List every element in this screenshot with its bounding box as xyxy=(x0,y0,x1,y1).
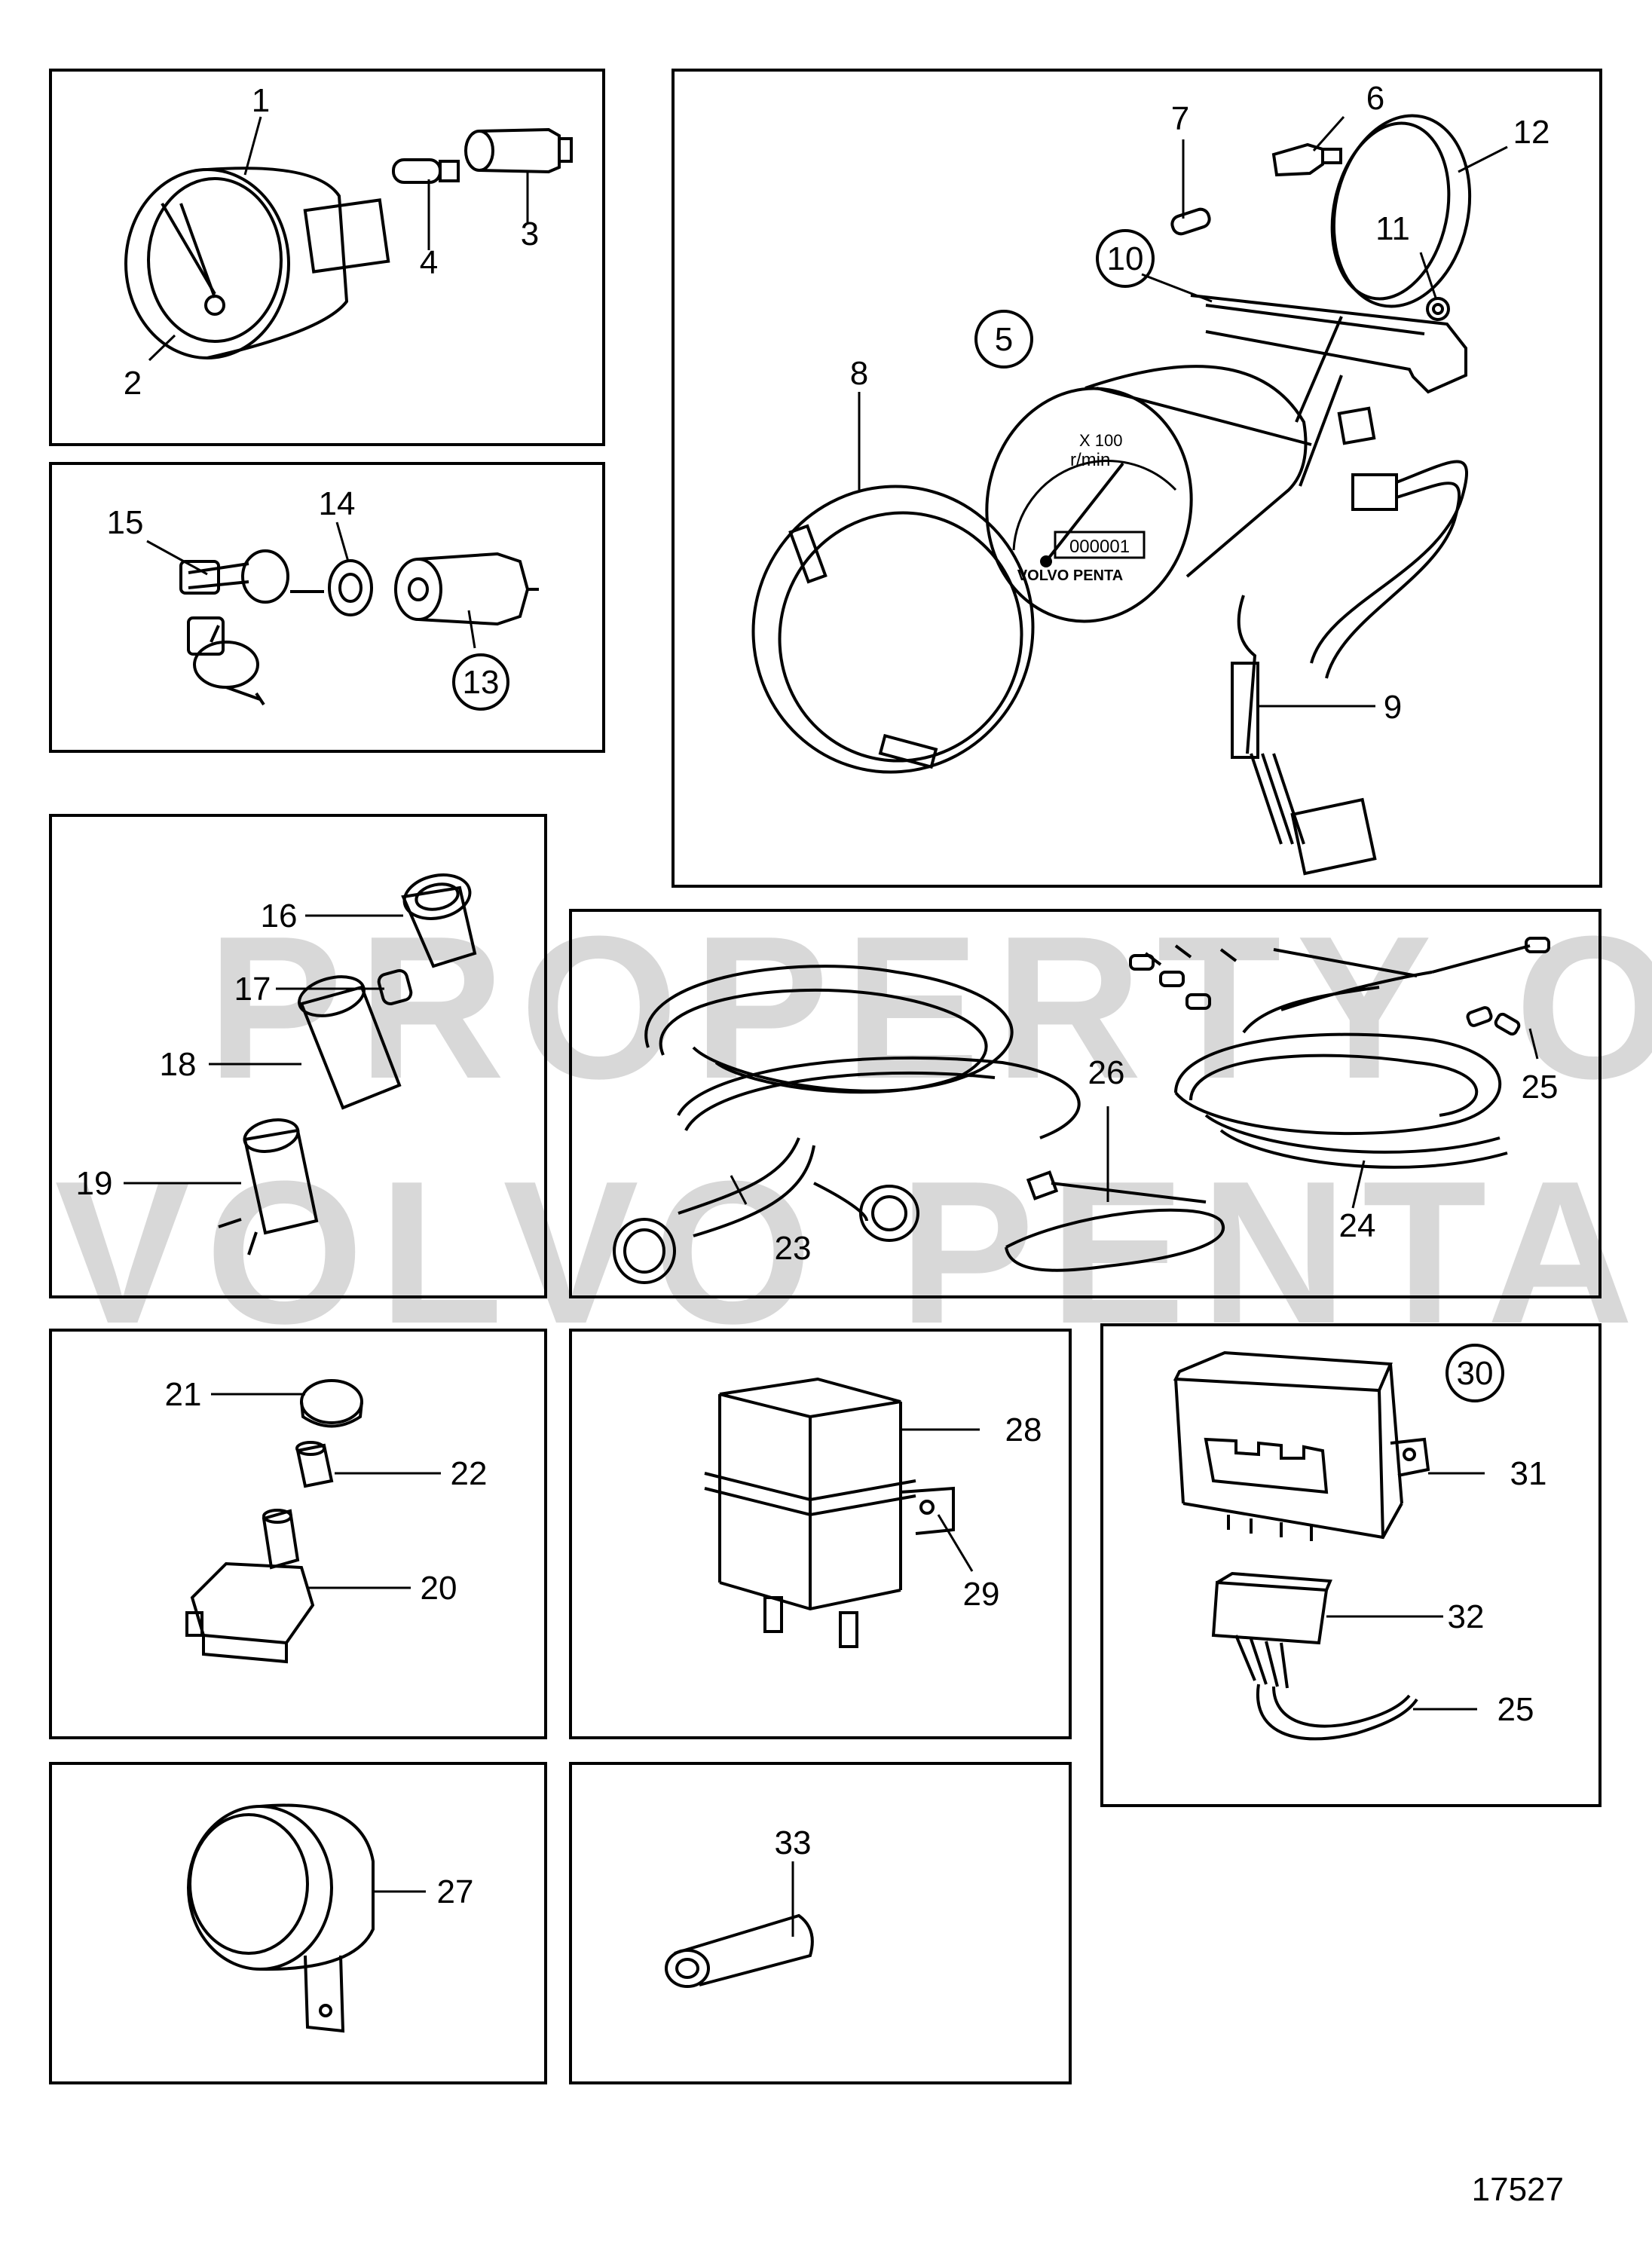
panel-lamp xyxy=(49,814,547,1298)
switch-cap xyxy=(300,1379,363,1428)
callout-31: 31 xyxy=(1510,1455,1547,1492)
callout-22: 22 xyxy=(451,1455,488,1492)
callout-9: 9 xyxy=(1384,689,1402,726)
callout-4: 4 xyxy=(420,244,438,281)
leaders-panel-8 xyxy=(1326,1472,1485,1711)
bulb-holder-small xyxy=(464,127,573,174)
callout-8: 8 xyxy=(850,355,868,392)
leaders-panel-5 xyxy=(730,1028,1539,1209)
tachometer-bezel xyxy=(751,485,1035,774)
callout-25-harness: 25 xyxy=(1522,1069,1559,1106)
callout-25-control: 25 xyxy=(1498,1691,1534,1728)
control-unit xyxy=(1173,1350,1430,1541)
tachometer-dial: X 100 r/min 000001 VOLVO PENTA xyxy=(1012,431,1177,584)
callout-circle-13 xyxy=(452,653,509,711)
harness-coil-23 xyxy=(644,965,1081,1237)
figure-number: 17527 xyxy=(1472,2171,1564,2208)
bezel-ring xyxy=(1330,114,1472,308)
callout-circle-10 xyxy=(1096,229,1155,288)
ignition-nut xyxy=(290,559,373,616)
callout-27: 27 xyxy=(437,1873,474,1910)
lamp-socket xyxy=(1426,297,1450,321)
callout-33: 33 xyxy=(775,1824,812,1861)
harness-terminals-24 xyxy=(1129,937,1550,1036)
callout-15: 15 xyxy=(107,504,144,541)
callout-32: 32 xyxy=(1448,1598,1485,1635)
panel-switch xyxy=(49,1329,547,1739)
leaders-panel-6 xyxy=(211,1393,441,1589)
callout-7: 7 xyxy=(1171,100,1189,137)
callout-20: 20 xyxy=(421,1570,457,1607)
horn xyxy=(187,1803,375,2033)
panel-control-unit xyxy=(1100,1323,1602,1807)
callout-29: 29 xyxy=(963,1576,1000,1613)
harness-coil-24 xyxy=(1174,971,1508,1169)
leaders-panel-1 xyxy=(148,116,529,362)
callout-17: 17 xyxy=(234,971,271,1008)
callout-12: 12 xyxy=(1513,114,1550,151)
panel-horn xyxy=(49,1762,547,2084)
lamp-lens xyxy=(401,873,477,968)
callout-1: 1 xyxy=(252,82,270,119)
leaders-panel-3 xyxy=(858,116,1508,708)
callout-28: 28 xyxy=(1005,1411,1042,1448)
tachometer-wiring xyxy=(1231,460,1468,876)
sender-plug xyxy=(1271,142,1342,177)
callout-5: 5 xyxy=(995,321,1013,358)
panel-gauge-small xyxy=(49,69,605,446)
callout-circle-30 xyxy=(1446,1344,1504,1402)
callout-16: 16 xyxy=(261,898,298,934)
callout-19: 19 xyxy=(76,1165,113,1202)
leaders-panel-2 xyxy=(146,521,476,649)
tachometer-housing xyxy=(985,365,1312,623)
tachometer-unit: r/min xyxy=(1070,450,1110,470)
control-unit-cable xyxy=(1256,1684,1418,1741)
control-unit-plug xyxy=(1211,1571,1332,1689)
leaders-panel-4 xyxy=(124,914,403,1185)
switch-nut xyxy=(295,1441,334,1488)
connector-sleeve xyxy=(665,1913,814,1988)
gauge-small xyxy=(124,167,390,359)
tachometer-scale: X 100 xyxy=(1079,431,1123,450)
watermark: PROPERTY OF VOLVO PENTA xyxy=(54,895,1652,1366)
cable-tie xyxy=(1005,1170,1225,1272)
panel-ignition xyxy=(49,462,605,753)
callout-11: 11 xyxy=(1375,210,1410,247)
harness-connector-23 xyxy=(613,1185,919,1284)
callout-21: 21 xyxy=(165,1376,202,1413)
switch-body xyxy=(185,1509,315,1664)
callout-30: 30 xyxy=(1457,1355,1494,1392)
mounting-bracket xyxy=(1190,294,1467,487)
panel-relay xyxy=(569,1329,1072,1739)
callout-18: 18 xyxy=(160,1046,197,1083)
panel-frames xyxy=(49,69,1602,2084)
lamp-holder xyxy=(218,1118,319,1255)
callout-6: 6 xyxy=(1366,80,1384,117)
callout-circle-5 xyxy=(974,310,1033,369)
panel-tachometer xyxy=(672,69,1602,888)
tachometer-counter: 000001 xyxy=(1069,537,1130,557)
lamp-bulb xyxy=(377,969,413,1005)
callout-23: 23 xyxy=(775,1230,812,1267)
tachometer-brand: VOLVO PENTA xyxy=(1017,567,1123,584)
callout-3: 3 xyxy=(521,216,539,252)
watermark-line-2: VOLVO PENTA xyxy=(54,1139,1648,1366)
watermark-line-1: PROPERTY OF xyxy=(207,895,1652,1121)
callout-13: 13 xyxy=(463,664,500,701)
bulb-small xyxy=(392,158,460,184)
panel-harness xyxy=(569,909,1602,1298)
relay xyxy=(704,1377,955,1648)
callout-26: 26 xyxy=(1088,1054,1125,1091)
callout-10: 10 xyxy=(1107,240,1144,277)
ignition-key xyxy=(179,549,289,706)
ignition-switch-body xyxy=(394,552,539,626)
callout-14: 14 xyxy=(319,485,356,522)
callout-24: 24 xyxy=(1339,1207,1376,1244)
bulb-small-tach xyxy=(1170,207,1211,236)
callout-2: 2 xyxy=(124,365,142,402)
panel-connector xyxy=(569,1762,1072,2084)
leaders-panel-7 xyxy=(901,1428,980,1572)
